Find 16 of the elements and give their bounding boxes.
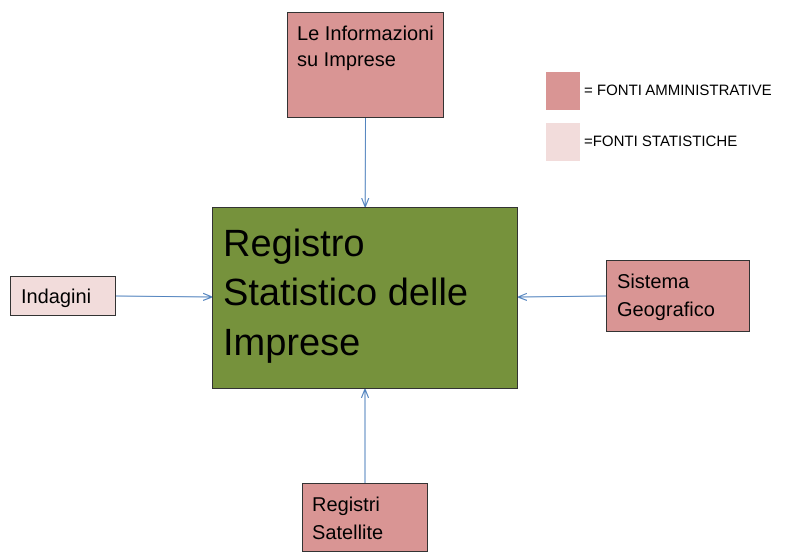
arrow [361, 118, 370, 208]
source-box [606, 260, 750, 332]
register-box [212, 207, 518, 389]
node-label: Indagini [21, 285, 92, 309]
node-label: Le Informazioni su Imprese [297, 22, 434, 73]
source-box [287, 12, 444, 118]
arrow [517, 292, 606, 302]
arrow [360, 388, 370, 484]
arrow [116, 292, 213, 302]
node-label: Registro Statistico delle Imprese [223, 222, 470, 366]
node-label: Sistema Geografico [617, 270, 716, 323]
legend-label: =FONTI STATISTICHE [584, 133, 738, 150]
source-box [302, 483, 428, 552]
node-label: Registri Satellite [312, 493, 384, 546]
legend-label: = FONTI AMMINISTRATIVE [584, 82, 772, 99]
source-box [10, 276, 116, 316]
